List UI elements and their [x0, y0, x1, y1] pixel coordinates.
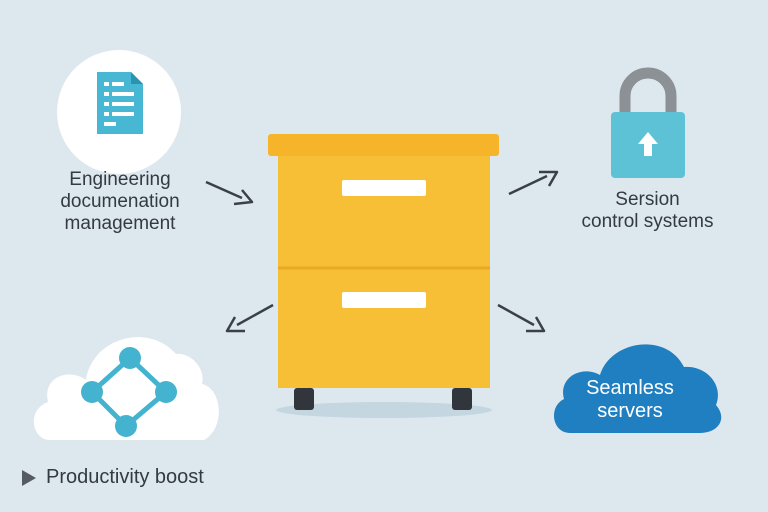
arrow-to-servers	[497, 303, 546, 333]
servers-label: Seamless servers	[586, 377, 674, 422]
footer-label: Productivity boost	[46, 466, 204, 488]
network-cloud	[33, 337, 219, 440]
network-diagram-icon	[81, 347, 177, 437]
arrow-to-vcs	[508, 170, 559, 196]
footer: Productivity boost	[20, 466, 204, 489]
filing-cabinet-icon	[268, 134, 499, 418]
play-triangle-icon	[22, 469, 36, 486]
document-icon	[97, 72, 143, 134]
arrow-to-network	[225, 303, 274, 333]
docs-label: Engineering documenation management	[60, 169, 180, 234]
servers-cloud	[553, 344, 722, 433]
vcs-label: Sersion control systems	[581, 189, 714, 232]
padlock-icon	[611, 67, 685, 178]
arrow-to-cabinet	[205, 180, 254, 206]
